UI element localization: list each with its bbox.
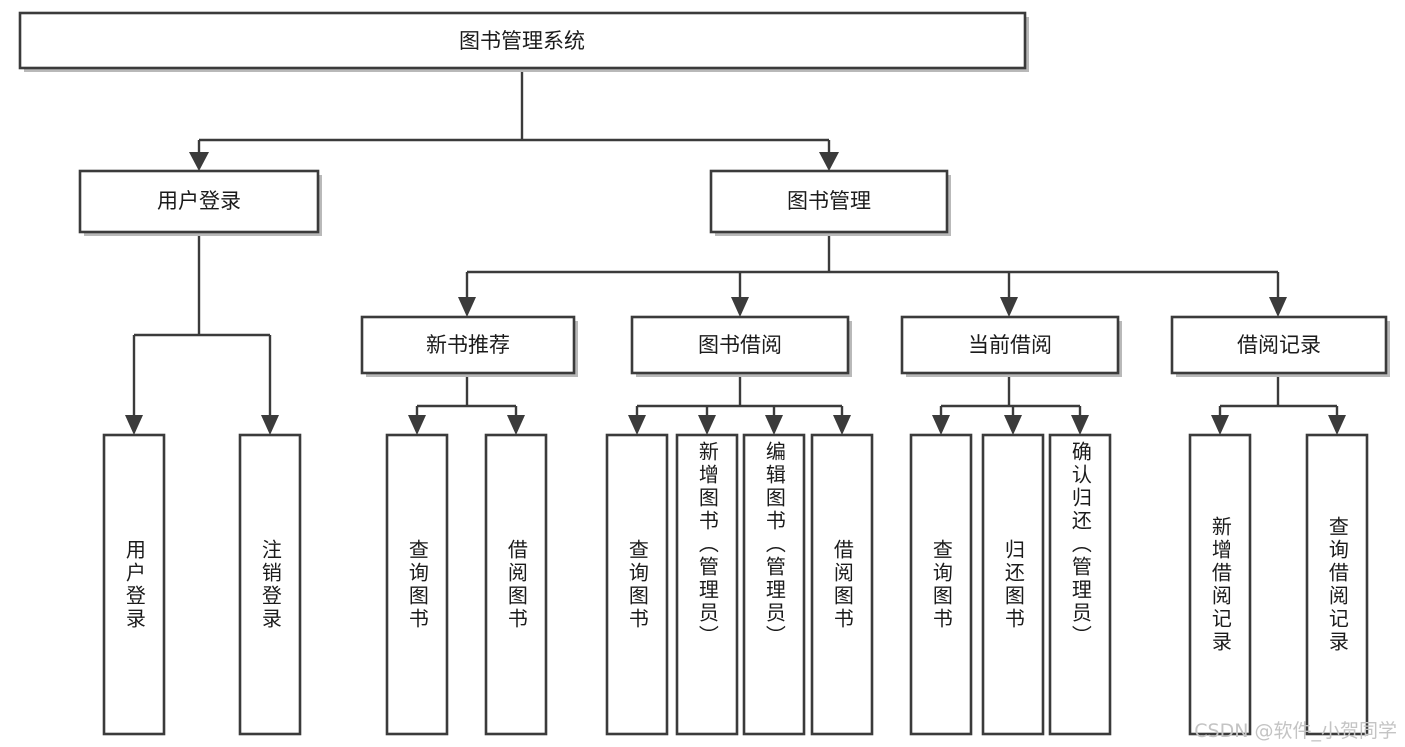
arrowhead-leaf-borrow-book-1	[507, 415, 525, 435]
leaf-box-layer	[102, 433, 1369, 736]
leaf-box-confirm-return[interactable]	[1048, 433, 1112, 736]
arrowhead-borrow-record	[1269, 297, 1287, 317]
book-borrow-box[interactable]	[630, 315, 850, 375]
leaf-box-query-book-1[interactable]	[385, 433, 449, 736]
arrowhead-leaf-edit-book	[765, 415, 783, 435]
leaf-box-query-book-3[interactable]	[909, 433, 973, 736]
borrow-record-label: 借阅记录	[1237, 333, 1321, 357]
leaf-box-query-borrow-rec[interactable]	[1305, 433, 1369, 736]
arrowhead-leaf-add-borrow-rec	[1211, 415, 1229, 435]
current-borrow-label: 当前借阅	[968, 333, 1052, 357]
leaf-box-add-borrow-rec[interactable]	[1188, 433, 1252, 736]
node-current-borrow[interactable]: 当前借阅	[900, 315, 1122, 377]
arrowhead-leaf-query-book-2	[628, 415, 646, 435]
arrowhead-leaf-confirm-return	[1071, 415, 1089, 435]
book-borrow-label: 图书借阅	[698, 333, 782, 357]
arrowhead-leaf-query-book-1	[408, 415, 426, 435]
new-book-recommend-box[interactable]	[360, 315, 576, 375]
arrowhead-leaf-user-logout	[261, 415, 279, 435]
borrow-record-box[interactable]	[1170, 315, 1388, 375]
root-box[interactable]	[18, 11, 1027, 70]
leaf-box-user-login[interactable]	[102, 433, 166, 736]
book-manage-label: 图书管理	[787, 189, 871, 213]
arrowhead-book-borrow	[731, 297, 749, 317]
node-user-login[interactable]: 用户登录	[78, 169, 322, 236]
leaf-box-return-book[interactable]	[981, 433, 1045, 736]
user-login-box[interactable]	[78, 169, 320, 234]
arrowhead-leaf-add-book	[698, 415, 716, 435]
user-login-label: 用户登录	[157, 189, 241, 213]
new-book-recommend-label: 新书推荐	[426, 333, 510, 357]
book-manage-box[interactable]	[709, 169, 949, 234]
arrowhead-leaf-query-borrow-rec	[1328, 415, 1346, 435]
node-root[interactable]: 图书管理系统	[18, 11, 1029, 72]
leaf-box-borrow-book-1[interactable]	[484, 433, 548, 736]
root-label: 图书管理系统	[459, 29, 585, 53]
node-new-book-recommend[interactable]: 新书推荐	[360, 315, 578, 377]
leaf-box-borrow-book-2[interactable]	[810, 433, 874, 736]
arrowhead-leaf-return-book	[1004, 415, 1022, 435]
arrowhead-user-login	[189, 152, 209, 171]
arrowhead-leaf-user-login	[125, 415, 143, 435]
leaf-box-add-book[interactable]	[675, 433, 739, 736]
leaf-box-edit-book[interactable]	[742, 433, 806, 736]
leaf-box-query-book-2[interactable]	[605, 433, 669, 736]
node-borrow-record[interactable]: 借阅记录	[1170, 315, 1390, 377]
leaf-box-user-logout[interactable]	[238, 433, 302, 736]
node-book-manage[interactable]: 图书管理	[709, 169, 951, 236]
connector-layer	[125, 68, 1346, 435]
arrowhead-book-manage	[819, 152, 839, 171]
arrowhead-current-borrow	[1000, 297, 1018, 317]
current-borrow-box[interactable]	[900, 315, 1120, 375]
node-book-borrow[interactable]: 图书借阅	[630, 315, 852, 377]
arrowhead-leaf-query-book-3	[932, 415, 950, 435]
arrowhead-new-book-recommend	[458, 297, 476, 317]
arrowhead-leaf-borrow-book-2	[833, 415, 851, 435]
